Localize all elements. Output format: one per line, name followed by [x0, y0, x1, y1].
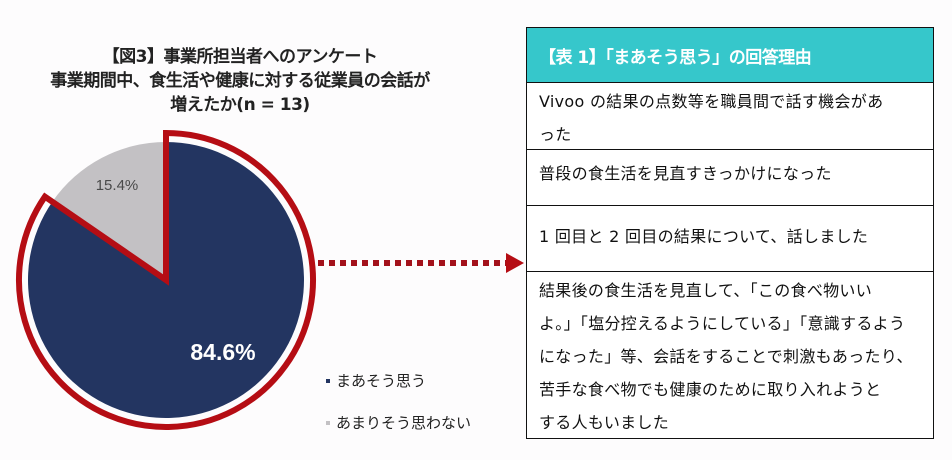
chart-title-line-2: 事業期間中、食生活や健康に対する従業員の会話が [50, 71, 430, 91]
table-row: 結果後の食生活を見直して、「この食べ物いい よ。」「塩分控えるようにしている」「… [527, 272, 933, 438]
row-text: った [539, 125, 572, 144]
table-row: Vivoo の結果の点数等を職員間で話す機会があ った [527, 83, 933, 150]
legend-swatch-icon [326, 378, 330, 383]
row-text: 普段の食生活を見直すきっかけになった [539, 164, 832, 183]
legend-label: まあそう思う [336, 372, 427, 390]
row-text: Vivoo の結果の点数等を職員間で話す機会があ [539, 92, 884, 111]
arrow-head-icon [506, 253, 524, 273]
chart-title-line-3: 増えたか(n = 13) [170, 95, 310, 115]
chart-title: 【図3】事業所担当者へのアンケート 事業期間中、食生活や健康に対する従業員の会話… [0, 45, 480, 117]
chart-title-line-1: 【図3】事業所担当者へのアンケート [102, 47, 378, 67]
row-text: になった」等、会話をすることで刺激もあったり、 [539, 347, 913, 366]
row-text: よ。」「塩分控えるようにしている」「意識するよう [539, 314, 906, 333]
pie-slice-not-really [52, 142, 166, 280]
row-text: 苦手な食べ物でも健康のために取り入れようと [539, 380, 882, 399]
row-text: する人もいました [539, 413, 670, 432]
pie-chart: 15.4% 84.6% [16, 129, 524, 430]
legend-item-not-really: あまりそう思わない [326, 412, 471, 433]
reasons-table: 【表 1】「まあそう思う」の回答理由 Vivoo の結果の点数等を職員間で話す機… [526, 27, 934, 439]
table-row: 普段の食生活を見直すきっかけになった [527, 150, 933, 206]
highlight-outline [16, 129, 316, 430]
row-text: 1 回目と 2 回目の結果について、話しました [539, 227, 869, 246]
pie-label-somewhat-agree: 84.6% [190, 339, 255, 365]
table-row: 1 回目と 2 回目の結果について、話しました [527, 206, 933, 272]
table-header: 【表 1】「まあそう思う」の回答理由 [527, 28, 933, 83]
legend-swatch-icon [326, 420, 330, 425]
legend-item-somewhat-agree: まあそう思う [326, 370, 426, 391]
row-text: 結果後の食生活を見直して、「この食べ物いい [539, 281, 873, 300]
legend-label: あまりそう思わない [336, 414, 472, 432]
pie-label-not-really: 15.4% [96, 177, 139, 194]
